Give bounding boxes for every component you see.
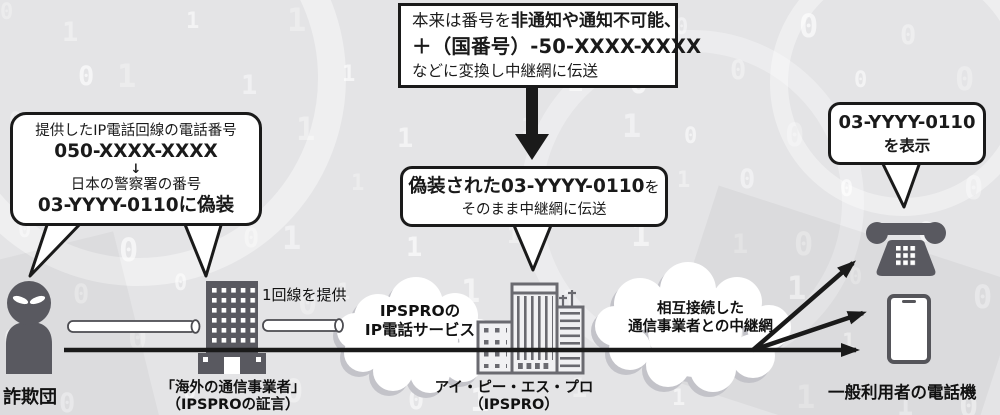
center-bubble-tail bbox=[511, 221, 554, 272]
displayed-number: 03-YYYY-0110 bbox=[838, 112, 976, 133]
ipspro-buildings-icon bbox=[476, 282, 585, 375]
down-arrow-icon bbox=[515, 88, 549, 160]
conversion-note-box: 本来は番号を非通知や通知不可能、 ＋（国番号）-50-XXXX-XXXX などに… bbox=[398, 3, 701, 88]
overseas-carrier-building-icon bbox=[198, 281, 266, 374]
bubble-line: 提供したIP電話回線の電話番号 bbox=[35, 122, 237, 139]
scammer-icon bbox=[6, 281, 52, 374]
overseas-carrier-label: 「海外の通信事業者」 （IPSPROの証言） bbox=[160, 380, 306, 413]
arrow-to-telephone bbox=[751, 260, 857, 352]
down-arrow-glyph: ↓ bbox=[130, 161, 142, 177]
note-line-3: などに変換し中継網に伝送 bbox=[412, 62, 599, 80]
arrow-to-smartphone bbox=[752, 310, 867, 353]
left-bubble-tail-building bbox=[182, 220, 224, 278]
user-phones-label: 一般利用者の電話機 bbox=[828, 383, 977, 402]
phone-line-pipe-icon bbox=[67, 318, 344, 334]
spoofing-explainer-bubble: 提供したIP電話回線の電話番号 050-XXXX-XXXX ↓ 日本の警察署の番… bbox=[10, 112, 262, 226]
note-line-1: 本来は番号を非通知や通知不可能、 bbox=[412, 11, 681, 31]
bubble-line: 偽装された03-YYYY-0110を bbox=[408, 175, 660, 197]
scammer-label: 詐欺団 bbox=[3, 387, 57, 408]
bubble-line: そのまま中継網に伝送 bbox=[461, 201, 607, 218]
ipspro-label: アイ・ピー・エス・プロ （IPSPRO） bbox=[434, 380, 594, 413]
telephone-keypad bbox=[895, 245, 916, 266]
smartphone-icon bbox=[887, 294, 931, 364]
relay-forward-bubble: 偽装された03-YYYY-0110を そのまま中継網に伝送 bbox=[400, 166, 668, 227]
ip-number: 050-XXXX-XXXX bbox=[54, 140, 218, 162]
transmission-line bbox=[64, 260, 867, 357]
one-line-provided-label: 1回線を提供 bbox=[262, 286, 347, 304]
cloud-relay-network-icon bbox=[591, 262, 791, 397]
spoofed-number: 03-YYYY-0110に偽装 bbox=[37, 194, 235, 216]
cloud-ip-service-label: IPSPROの IP電話サービス bbox=[364, 302, 476, 339]
cloud-relay-network-label: 相互接続した 通信事業者との中継網 bbox=[628, 301, 773, 335]
bubble-line: 日本の警察署の番号 bbox=[70, 176, 202, 193]
displayed-number-bubble: 03-YYYY-0110 を表示 bbox=[828, 102, 986, 165]
left-bubble-tail-scammer bbox=[28, 220, 84, 278]
bubble-line: を表示 bbox=[883, 137, 931, 155]
note-line-2: ＋（国番号）-50-XXXX-XXXX bbox=[412, 35, 702, 58]
right-bubble-tail bbox=[880, 160, 922, 209]
